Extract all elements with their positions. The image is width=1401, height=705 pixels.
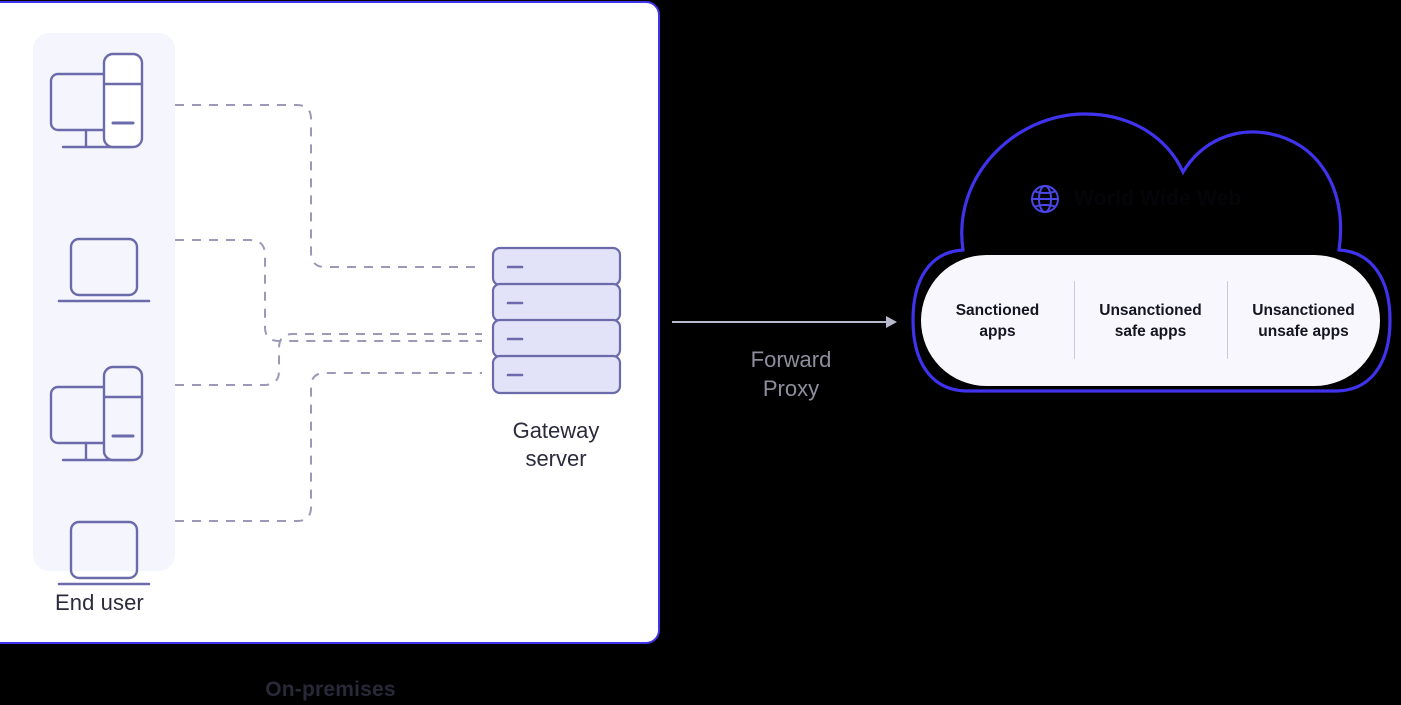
device-item-4[interactable] bbox=[33, 488, 175, 622]
gateway-label-line-1: Gateway bbox=[512, 418, 600, 443]
on-premises-label: On-premises bbox=[265, 678, 396, 701]
category-line-1: Sanctioned bbox=[955, 301, 1040, 319]
app-categories-panel: Sanctioned apps Unsanctioned safe apps U… bbox=[921, 255, 1380, 386]
desktop-phone-icon bbox=[49, 52, 144, 149]
forward-proxy-label: Forward Proxy bbox=[702, 345, 880, 403]
gateway-server-label: Gateway server bbox=[466, 417, 646, 473]
app-category-unsanctioned-safe-apps[interactable]: Unsanctioned safe apps bbox=[1074, 280, 1227, 359]
app-category-sanctioned-apps[interactable]: Sanctioned apps bbox=[921, 300, 1074, 342]
cloud-caption-text: World Wide Web bbox=[1074, 187, 1242, 210]
category-line-2: unsafe apps bbox=[1258, 322, 1349, 340]
device-item-3[interactable] bbox=[33, 348, 175, 482]
gateway-label-line-2: server bbox=[525, 446, 587, 471]
cloud-top-outline bbox=[960, 112, 1343, 252]
category-line-2: safe apps bbox=[1114, 322, 1187, 340]
category-line-1: Unsanctioned bbox=[1252, 301, 1355, 319]
laptop-icon bbox=[57, 237, 151, 303]
end-user-label: End user bbox=[55, 590, 144, 615]
app-category-unsanctioned-unsafe-apps[interactable]: Unsanctioned unsafe apps bbox=[1227, 280, 1380, 359]
forward-proxy-label-line-2: Proxy bbox=[762, 376, 820, 401]
device-item-2[interactable] bbox=[33, 205, 175, 339]
desktop-phone-icon bbox=[49, 365, 144, 462]
category-line-1: Unsanctioned bbox=[1099, 301, 1202, 319]
globe-icon bbox=[1031, 185, 1059, 213]
category-line-2: apps bbox=[979, 322, 1016, 340]
end-user-device-panel bbox=[33, 33, 175, 586]
device-item-1[interactable] bbox=[33, 35, 175, 169]
forward-proxy-label-line-1: Forward bbox=[750, 347, 832, 372]
forward-proxy-arrow bbox=[672, 316, 897, 328]
laptop-icon bbox=[57, 520, 151, 586]
cloud-caption: World Wide Web bbox=[1029, 183, 1242, 215]
